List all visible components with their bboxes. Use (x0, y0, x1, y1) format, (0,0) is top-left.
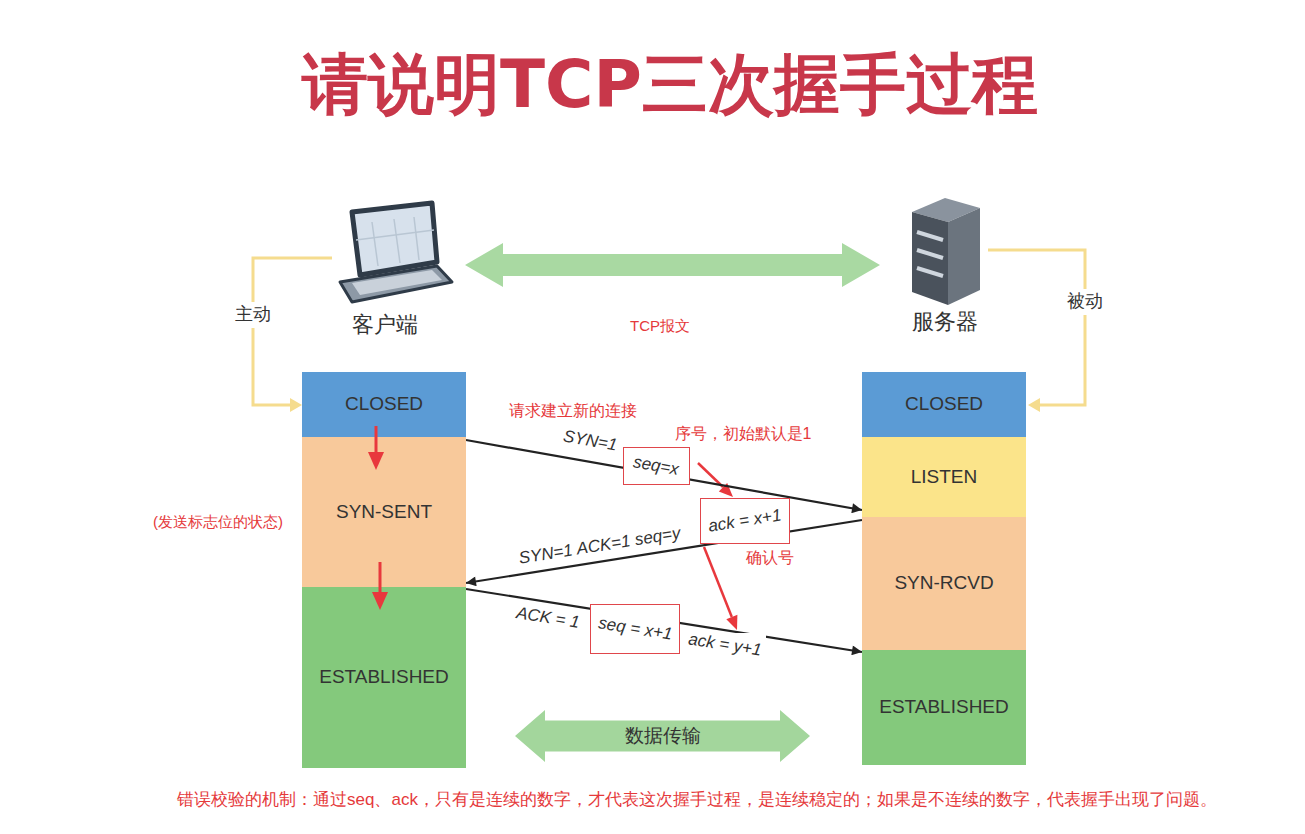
state-band: ESTABLISHED (862, 650, 1026, 765)
laptop-keys (352, 270, 442, 295)
label-holder: 服务器 (912, 309, 978, 335)
double-arrow-shape (515, 710, 810, 762)
label-holder: TCP报文 (630, 317, 690, 335)
screen-line (372, 222, 378, 266)
role-note: 主动 (235, 304, 271, 326)
screen-line (414, 217, 419, 260)
state-band: CLOSED (862, 372, 1026, 437)
label-holder: ack = y+1 (684, 633, 766, 657)
annotation-text: 序号，初始默认是1 (675, 424, 812, 443)
field-label: ack = y+1 (687, 629, 763, 661)
state-band: SYN-RCVD (862, 517, 1026, 650)
server-slot (917, 232, 943, 240)
label-holder: 错误校验的机制：通过seq、ack，只有是连续的数字，才代表这次握手过程，是连续… (177, 790, 1217, 810)
transfer-label: 数据传输 (625, 725, 701, 748)
highlighted-field: seq=x (632, 452, 681, 480)
edge-label: SYN=1 (561, 426, 618, 456)
laptop-screen (352, 203, 437, 275)
label-holder: 确认号 (746, 548, 794, 567)
screen-line (394, 219, 400, 263)
state-name: CLOSED (905, 393, 983, 416)
message-arrow (466, 440, 862, 510)
label-holder: 客户端 (352, 312, 418, 338)
transfer-arrow: 数据传输 (515, 710, 810, 762)
state-name: SYN-SENT (336, 501, 432, 524)
label-holder: 请求建立新的连接 (509, 401, 637, 420)
label-holder: 序号，初始默认是1 (675, 424, 812, 443)
annotation-text: TCP报文 (630, 317, 690, 335)
server-icon (912, 198, 980, 305)
title: 请说明TCP三次握手过程 (302, 47, 1038, 123)
annotation-text: (发送标志位的状态) (153, 513, 283, 531)
state-name: LISTEN (911, 466, 978, 489)
laptop-base (340, 266, 452, 302)
state-band: SYN-SENT (302, 437, 466, 587)
role-label: 客户端 (352, 312, 418, 338)
screen-line (356, 230, 434, 240)
message-double-arrow (465, 243, 880, 287)
state-name: SYN-RCVD (894, 572, 993, 595)
edge-label-holder: SYN=1 (563, 431, 617, 451)
label-holder: (发送标志位的状态) (153, 513, 283, 531)
state-name: ESTABLISHED (319, 666, 449, 689)
state-name: CLOSED (345, 393, 423, 416)
annotation-text: 确认号 (746, 548, 794, 567)
laptop-icon (340, 203, 452, 302)
highlight-box: seq=x (623, 447, 690, 485)
state-band: CLOSED (302, 372, 466, 437)
server-front (912, 212, 948, 305)
role-label: 服务器 (912, 309, 978, 335)
edge-label-holder: SYN=1 ACK=1 seq=y (518, 536, 681, 556)
highlight-box: seq = x+1 (590, 604, 680, 654)
server-slot (917, 250, 943, 258)
bracket-arrowhead (290, 398, 302, 412)
edge-label-holder: ACK = 1 (516, 608, 580, 628)
pointer-arrowhead (726, 615, 737, 630)
highlight-box: ack = x+1 (700, 498, 790, 544)
server-slot (917, 268, 943, 276)
message-arrow (466, 520, 862, 583)
highlighted-field: seq = x+1 (597, 613, 674, 645)
state-band: LISTEN (862, 437, 1026, 517)
label-holder: 被动 (1063, 289, 1107, 315)
server-side (948, 208, 980, 305)
state-name: ESTABLISHED (879, 696, 1009, 719)
highlighted-field: ack = x+1 (707, 505, 783, 537)
edge-label: ACK = 1 (515, 603, 581, 633)
label-holder: 主动 (231, 302, 275, 328)
role-note: 被动 (1067, 291, 1103, 313)
annotation-text: 请求建立新的连接 (509, 401, 637, 420)
note-text: 错误校验的机制：通过seq、ack，只有是连续的数字，才代表这次握手过程，是连续… (177, 790, 1217, 810)
pointer-arrow (704, 547, 732, 617)
state-band: ESTABLISHED (302, 587, 466, 768)
bracket-arrowhead (1028, 398, 1040, 412)
